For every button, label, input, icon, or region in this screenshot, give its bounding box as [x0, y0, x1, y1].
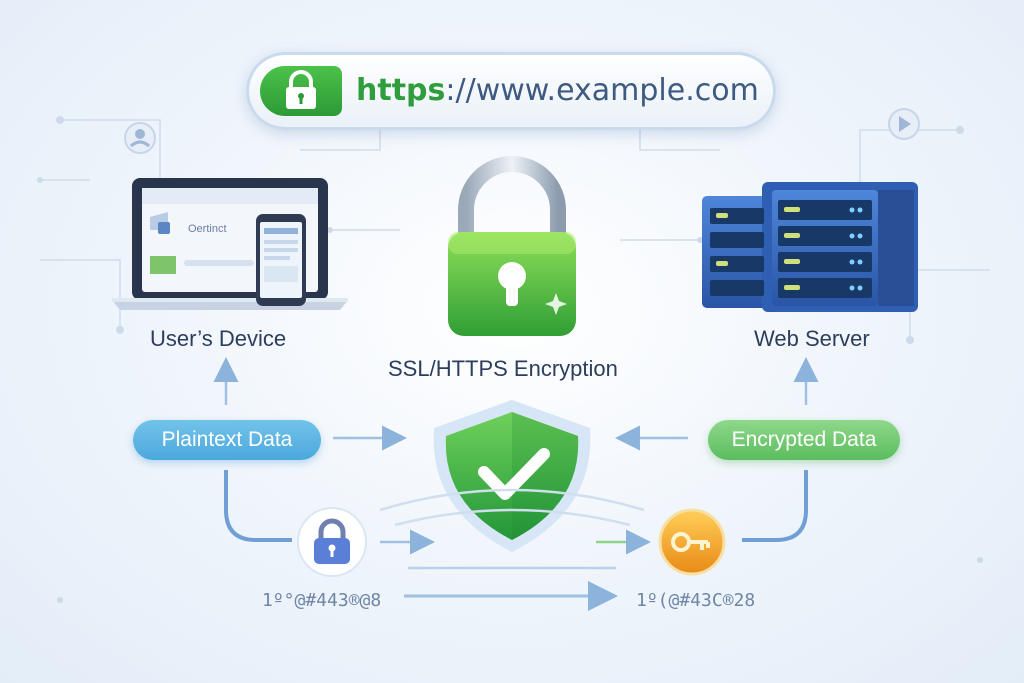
- cipher-text-right: 1º(@#43C®28: [636, 590, 756, 611]
- cipher-text-left: 1º°@#443®@8: [262, 590, 382, 611]
- url-bar: https://www.example.com: [246, 52, 776, 130]
- web-server-label: Web Server: [754, 326, 870, 351]
- key-coin-icon: [658, 508, 726, 576]
- url-scheme: https: [356, 73, 446, 108]
- encryption-label: SSL/HTTPS Encryption: [388, 356, 618, 381]
- phone-icon: [256, 214, 306, 306]
- url-lock-box: [260, 66, 342, 116]
- laptop-icon: Oertinct: [112, 178, 348, 310]
- server-icon: [702, 182, 918, 312]
- flow-arrows: [213, 357, 819, 611]
- encrypted-data-pill: Encrypted Data: [708, 420, 900, 460]
- padlock-icon: [448, 156, 576, 336]
- users-device-label: User’s Device: [150, 326, 287, 351]
- shield-check-icon: [433, 400, 591, 552]
- plaintext-data-pill: Plaintext Data: [133, 420, 321, 460]
- url-rest: ://www.example.com: [445, 73, 759, 108]
- user-icon: [124, 122, 156, 154]
- small-lock-icon: [297, 507, 367, 577]
- play-icon: [888, 108, 920, 140]
- lock-icon: [286, 70, 316, 109]
- laptop-screen-text: Oertinct: [188, 223, 227, 235]
- url-text: https://www.example.com: [356, 68, 759, 114]
